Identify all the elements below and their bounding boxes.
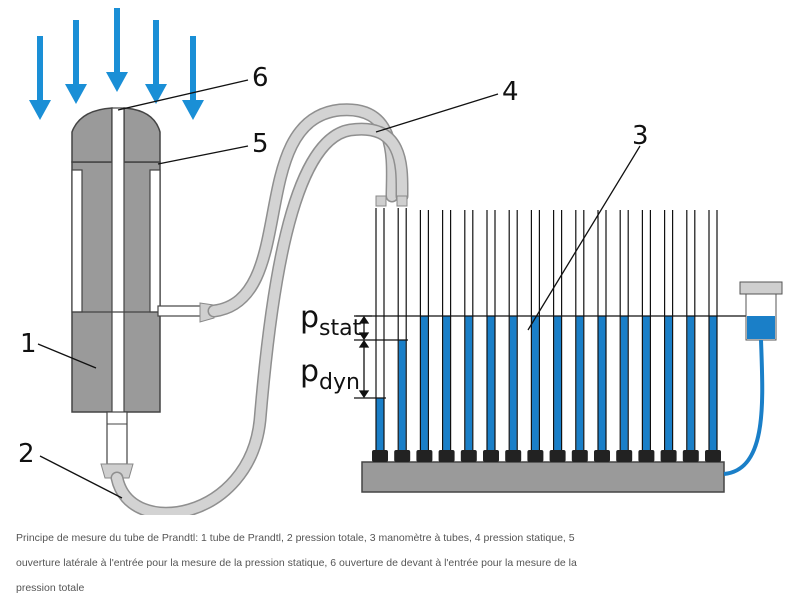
reservoir-fluid [747,316,775,339]
total-pressure-channel [111,107,125,419]
leader-lines [37,79,641,499]
pressure-dimensions [354,315,408,399]
prandtl-diagram: pstat pdyn 6 5 4 3 1 2 [18,8,783,515]
manometer-tube [705,210,721,462]
p-dyn-label: pdyn [300,354,360,395]
reservoir-hose [723,339,765,476]
down-arrow-icon [29,36,51,120]
manometer-tube [483,210,499,462]
probe-head-right [123,107,161,163]
manometer-tube [438,210,455,462]
label-2: 2 [18,439,35,469]
p-stat-label: pstat [300,300,362,341]
label-6: 6 [252,63,269,93]
down-arrow-icon [106,8,128,92]
probe-stem [106,411,128,465]
label-4: 4 [502,77,519,107]
manometer-tube [638,210,655,462]
label-3: 3 [632,121,649,151]
label-1: 1 [20,329,37,359]
manometer-tube [505,210,522,462]
down-arrow-icon [182,36,204,120]
manometer-tube [594,210,610,462]
manometer-tube [660,210,677,462]
prandtl-tube [71,107,215,479]
manometer-tube [416,210,433,462]
manometer-tube [460,210,477,462]
hoses [110,103,409,515]
manometer-tube [616,210,633,462]
static-outlet [157,305,203,317]
figure-caption: Principe de mesure du tube de Prandtl: 1… [16,532,577,594]
manometer-tubes [372,208,721,462]
label-5: 5 [252,129,269,159]
reservoir-cap [739,281,783,295]
static-hose [207,103,399,318]
manometer-base [361,461,725,493]
manometer-tube [372,208,388,462]
total-connector [100,463,134,479]
down-arrow-icon [65,20,87,104]
flow-arrows [29,8,204,120]
manometer-tube [394,208,411,462]
manometer-tube [549,210,566,462]
manometer-tube [527,210,544,462]
tube-manometer [356,208,783,493]
manometer-tube [682,210,699,462]
down-arrow-icon [145,20,167,104]
probe-head [71,107,113,163]
static-channel-right [149,169,161,313]
static-channel-left [71,169,83,313]
manometer-tube [571,210,588,462]
